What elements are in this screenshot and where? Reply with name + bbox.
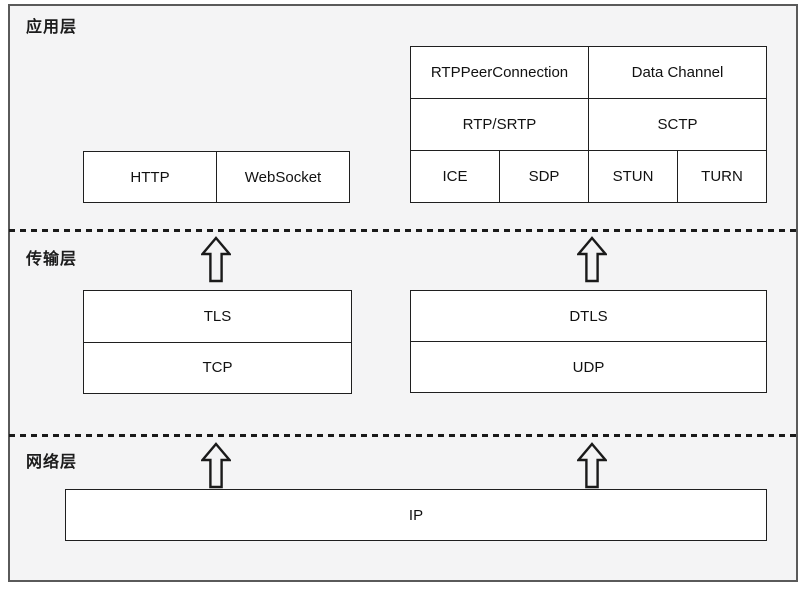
box-rtppeerconnection: RTPPeerConnection <box>430 64 569 81</box>
box-ip: IP <box>408 506 424 524</box>
layer-label-network: 网络层 <box>26 454 78 471</box>
box-turn: TURN <box>677 151 766 202</box>
box-udp: UDP <box>572 358 605 376</box>
layer-divider-transport <box>9 229 797 232</box>
box-dtls: DTLS <box>569 307 608 325</box>
ip-box-container: IP <box>65 489 767 541</box>
box-ice: ICE <box>442 168 468 185</box>
up-arrow-icon <box>201 442 231 489</box>
box-sdp: SDP <box>499 151 588 202</box>
udp-stack-box: DTLS UDP <box>410 290 767 393</box>
web-protocol-box: HTTP WebSocket <box>83 151 350 203</box>
layer-label-transport: 传输层 <box>26 251 78 268</box>
box-sctp: SCTP <box>588 99 766 150</box>
up-arrow-icon <box>577 442 607 489</box>
box-stun: STUN <box>588 151 677 202</box>
box-tcp: TCP <box>202 359 233 377</box>
box-http: HTTP <box>130 168 170 186</box>
up-arrow-icon <box>201 236 231 283</box>
box-websocket: WebSocket <box>216 152 349 202</box>
layer-divider-network <box>9 434 797 437</box>
webrtc-protocol-box: RTPPeerConnection Data Channel RTP/SRTP … <box>410 46 767 203</box>
box-rtp-srtp: RTP/SRTP <box>462 116 537 133</box>
layer-label-application: 应用层 <box>26 19 78 36</box>
tcp-stack-box: TLS TCP <box>83 290 352 394</box>
up-arrow-icon <box>577 236 607 283</box>
box-data-channel: Data Channel <box>588 47 766 98</box>
box-tls: TLS <box>203 307 232 325</box>
